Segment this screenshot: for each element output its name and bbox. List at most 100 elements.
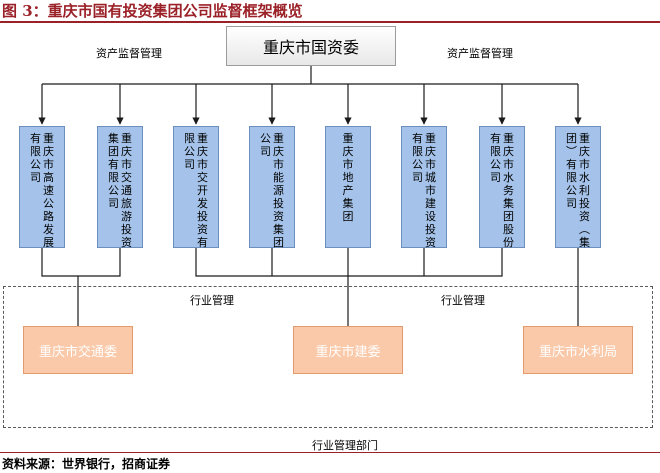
- figure-title: 图 3：重庆市国有投资集团公司监督框架概览: [2, 2, 303, 20]
- enterprise-char: 市: [342, 158, 354, 171]
- enterprise-char: 投: [273, 197, 284, 210]
- enterprise-char: 庆: [197, 145, 208, 158]
- source-note: 资料来源：世界银行，招商证券: [2, 457, 171, 471]
- enterprise-char: 重: [503, 132, 514, 145]
- enterprise-char: 公: [108, 184, 119, 197]
- enterprise-char: 重: [579, 132, 590, 145]
- root-node: 重庆市国资委: [226, 26, 396, 66]
- enterprise-char: 公: [43, 197, 54, 210]
- enterprise-text-column: 重庆市水利投资︵集: [578, 132, 591, 249]
- enterprise-char: 有: [197, 236, 208, 249]
- enterprise-char: 司: [490, 171, 501, 184]
- enterprise-char: 团: [503, 210, 514, 223]
- enterprise-char: 市: [425, 158, 436, 171]
- enterprise-box: 重庆市高速公路发展有限公司: [19, 126, 65, 249]
- enterprise-char: 市: [425, 184, 436, 197]
- enterprise-char: 重: [197, 132, 208, 145]
- enterprise-char: 庆: [43, 145, 54, 158]
- enterprise-char: 限: [412, 145, 423, 158]
- enterprise-text-column: 有限公司: [411, 132, 424, 247]
- enterprise-char: 开: [197, 184, 208, 197]
- enterprise-char: 市: [197, 158, 208, 171]
- enterprise-char: 重: [425, 132, 436, 145]
- enterprise-char: 有: [412, 132, 423, 145]
- enterprise-char: 有: [566, 158, 577, 171]
- enterprise-char: 高: [43, 171, 54, 184]
- footer-divider: [0, 452, 660, 453]
- enterprise-char: 发: [43, 223, 54, 236]
- enterprise-text-column: 重庆市地产集团: [342, 132, 355, 247]
- enterprise-char: 路: [43, 210, 54, 223]
- enterprise-char: 产: [342, 184, 354, 197]
- enterprise-char: 团: [342, 210, 354, 223]
- enterprise-char: 重: [273, 132, 284, 145]
- enterprise-box: 重庆市城市建设投资有限公司: [401, 126, 447, 249]
- enterprise-char: 司: [412, 171, 423, 184]
- enterprise-text-column: 集团有限公司: [107, 132, 120, 247]
- enterprise-char: 速: [43, 184, 54, 197]
- enterprise-text-column: 有限公司: [489, 132, 502, 247]
- enterprise-char: 建: [425, 197, 436, 210]
- enterprise-char: 资: [425, 236, 436, 249]
- enterprise-char: 务: [503, 184, 514, 197]
- enterprise-char: 资: [273, 210, 284, 223]
- title-divider: [0, 21, 660, 23]
- link-construction: [195, 248, 503, 277]
- enterprise-box: 重庆市水务集团股份有限公司: [479, 126, 525, 249]
- enterprise-char: 公: [412, 158, 423, 171]
- enterprise-char: 限: [30, 145, 41, 158]
- enterprise-text-column: 重庆市高速公路发展: [42, 132, 55, 249]
- enterprise-char: 团: [566, 132, 577, 145]
- enterprise-char: 限: [566, 171, 577, 184]
- enterprise-char: 旅: [121, 197, 132, 210]
- enterprise-char: 水: [579, 171, 590, 184]
- enterprise-char: 庆: [425, 145, 436, 158]
- enterprise-char: 公: [184, 145, 195, 158]
- enterprise-char: ︵: [579, 223, 590, 236]
- enterprise-char: 投: [425, 223, 436, 236]
- enterprise-char: 有: [108, 158, 119, 171]
- enterprise-char: 司: [184, 158, 195, 171]
- enterprise-char: 投: [121, 223, 132, 236]
- enterprise-char: 重: [342, 132, 354, 145]
- enterprise-char: 通: [121, 184, 132, 197]
- industry-dept-frame: [3, 286, 653, 428]
- enterprise-char: 司: [108, 197, 119, 210]
- enterprise-box: 重庆市交通旅游投资集团有限公司: [97, 126, 143, 249]
- enterprise-char: 展: [43, 236, 54, 249]
- asset-label-left: 资产监督管理: [96, 47, 162, 60]
- enterprise-text-column: 限公司: [183, 132, 196, 247]
- enterprise-char: 集: [273, 223, 284, 236]
- enterprise-box: 重庆市地产集团: [325, 126, 371, 248]
- enterprise-char: 集: [342, 197, 354, 210]
- enterprise-char: 集: [503, 197, 514, 210]
- enterprise-text-column: 重庆市交通旅游投资: [120, 132, 133, 249]
- enterprise-char: 庆: [503, 145, 514, 158]
- enterprise-char: 投: [197, 210, 208, 223]
- enterprise-char: 股: [503, 223, 514, 236]
- enterprise-char: 公: [566, 184, 577, 197]
- department-label: 行业管理部门: [312, 439, 378, 452]
- enterprise-char: 重: [43, 132, 54, 145]
- link-traffic: [41, 248, 121, 277]
- industry-label-right: 行业管理: [441, 294, 485, 307]
- enterprise-char: 公: [490, 158, 501, 171]
- enterprise-char: 能: [273, 171, 284, 184]
- enterprise-char: 重: [121, 132, 132, 145]
- enterprise-char: 庆: [121, 145, 132, 158]
- enterprise-text-column: 重庆市水务集团股份: [502, 132, 515, 249]
- enterprise-char: 司: [260, 145, 271, 158]
- enterprise-text-column: 团︶有限公司: [565, 132, 578, 247]
- enterprise-char: 资: [579, 210, 590, 223]
- enterprise-char: 有: [30, 132, 41, 145]
- enterprise-text-column: 重庆市城市建设投资: [424, 132, 437, 249]
- enterprise-box: 重庆市水利投资︵集团︶有限公司: [555, 126, 601, 249]
- enterprise-char: 庆: [273, 145, 284, 158]
- enterprise-box: 重庆市交开发投资有限公司: [173, 126, 219, 249]
- enterprise-char: 水: [503, 171, 514, 184]
- enterprise-char: 游: [121, 210, 132, 223]
- enterprise-box: 重庆市能源投资集团公司: [249, 126, 295, 249]
- enterprise-char: 投: [579, 197, 590, 210]
- enterprise-char: 限: [184, 132, 195, 145]
